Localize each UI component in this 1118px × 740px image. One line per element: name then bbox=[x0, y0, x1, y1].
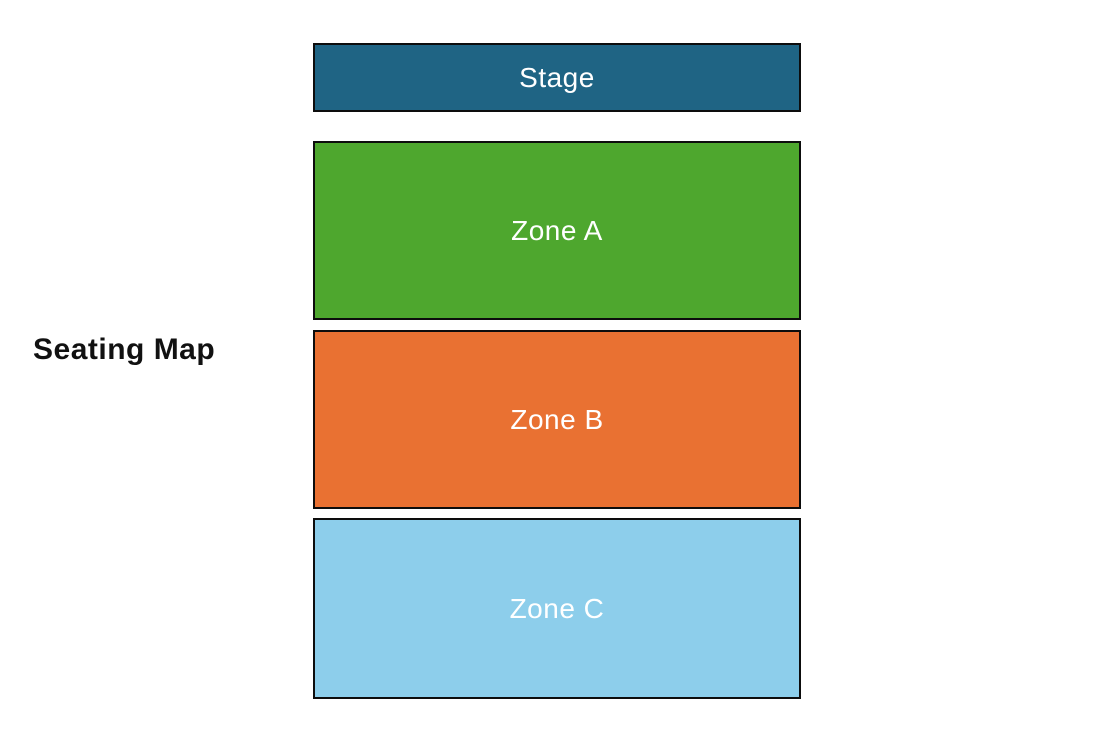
stage-box: Stage bbox=[313, 43, 801, 112]
stage-label: Stage bbox=[519, 61, 595, 93]
zone-a-label: Zone A bbox=[511, 214, 603, 246]
zone-c-label: Zone C bbox=[509, 592, 605, 624]
zone-b-box[interactable]: Zone B bbox=[313, 330, 801, 509]
zone-c-box[interactable]: Zone C bbox=[313, 518, 801, 699]
zone-a-box[interactable]: Zone A bbox=[313, 141, 801, 320]
zone-b-label: Zone B bbox=[510, 403, 604, 435]
seating-map-title: Seating Map bbox=[33, 333, 216, 366]
